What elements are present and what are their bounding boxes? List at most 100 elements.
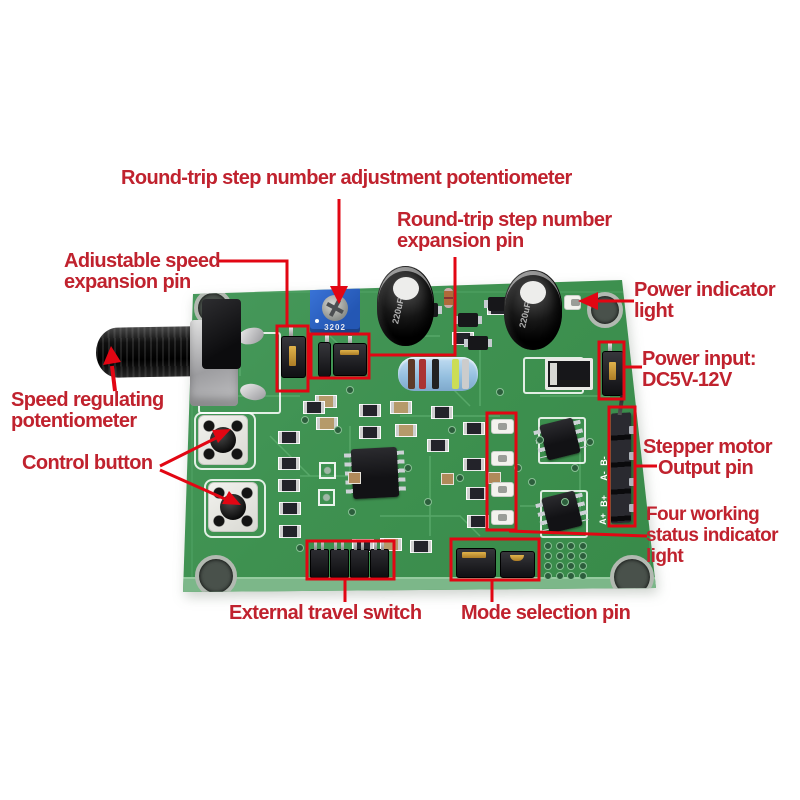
arrowhead-control-1	[212, 429, 231, 443]
mounting-hole-bottom-left	[195, 555, 237, 592]
line-step-expansion	[369, 257, 457, 357]
jumper-pin	[325, 335, 329, 345]
via	[544, 542, 552, 550]
via	[296, 544, 304, 552]
jumper-pin	[348, 336, 352, 345]
diode	[545, 358, 593, 390]
jumper-gold-contact	[609, 362, 616, 380]
box-travel-switch	[305, 539, 396, 581]
cap-top	[392, 277, 419, 300]
via	[567, 552, 575, 560]
via	[544, 552, 552, 560]
via	[334, 426, 342, 434]
mode-jumper-left	[456, 548, 496, 578]
smd-transistor	[464, 336, 492, 350]
silkscreen-button2-outline	[204, 479, 266, 538]
mode-jumper-right	[500, 551, 535, 578]
smd-resistor	[278, 478, 300, 492]
resistor-band	[432, 359, 439, 389]
status-led	[491, 451, 514, 466]
box-stepper-output	[607, 405, 637, 528]
label-line: Output pin	[658, 457, 754, 479]
via	[456, 474, 464, 482]
mounting-hole-bottom-right	[610, 555, 654, 592]
label-power-input: Power input: DC5V-12V	[642, 348, 757, 391]
label-line: Adiustable speed	[64, 250, 221, 272]
header-pin	[629, 426, 635, 434]
smd-resistor	[279, 524, 301, 538]
arrowhead-speed-pot	[103, 346, 121, 365]
via	[578, 542, 587, 550]
via	[567, 572, 575, 580]
smd-resistor	[410, 539, 432, 553]
label-line: DC5V-12V	[642, 369, 732, 391]
line-status-leds	[508, 529, 648, 538]
status-led	[491, 510, 514, 525]
line-control-arrow-2	[159, 468, 226, 501]
smd-resistor	[463, 421, 485, 435]
via	[586, 438, 594, 446]
power-indicator-led	[564, 295, 581, 310]
melf-resistor	[444, 288, 453, 308]
test-pad	[318, 489, 335, 506]
power-resistor	[398, 357, 478, 391]
line-speed-pot-arrow	[110, 365, 117, 392]
header-pin	[629, 452, 635, 460]
silkscreen-button1-outline	[194, 412, 256, 470]
label-line: Round-trip step number adjustment potent…	[121, 167, 572, 189]
trimmer-marking: 3202	[324, 323, 346, 332]
trimmer-index-dot	[315, 319, 319, 323]
label-status-indicator: Four working status indicator light	[646, 504, 778, 567]
electrolytic-capacitor-2: 220uF	[504, 270, 562, 350]
via	[571, 464, 579, 472]
label-step-expansion-pin: Round-trip step number expansion pin	[397, 210, 612, 252]
label-speed-expansion-pin: Adiustable speed expansion pin	[64, 250, 221, 293]
box-speed-expansion	[275, 324, 310, 393]
header-pin	[629, 478, 635, 486]
test-pad	[319, 462, 336, 479]
label-line: status indicator	[646, 525, 778, 546]
potentiometer-body	[202, 299, 241, 369]
jumper-pin	[289, 327, 293, 337]
smd-resistor	[463, 457, 485, 471]
label-line: External travel switch	[229, 602, 422, 624]
jumper-gold-contact	[289, 346, 296, 366]
line-speed-expansion	[218, 259, 289, 326]
via	[567, 562, 575, 570]
header-pin	[629, 504, 635, 512]
label-line: expansion pin	[397, 230, 524, 252]
jumper-gold-contact	[340, 350, 359, 355]
cap-top	[520, 281, 546, 304]
smd-capacitor	[441, 473, 454, 485]
cap-vent-ring	[505, 271, 561, 349]
label-line: Stepper motor	[643, 436, 772, 458]
smd-resistor	[431, 405, 453, 419]
via	[424, 498, 432, 506]
via	[544, 572, 552, 580]
label-line: expansion pin	[64, 271, 191, 293]
smd-resistor	[279, 501, 301, 515]
via	[348, 508, 356, 516]
smd-resistor	[359, 403, 381, 417]
smd-resistor	[427, 438, 449, 452]
resistor-band	[419, 359, 426, 389]
via	[404, 464, 412, 472]
label-stepper-output: Stepper motor Output pin	[643, 437, 772, 479]
box-mode-selection	[449, 537, 541, 582]
resistor-band	[408, 359, 415, 389]
label-line: Power indicator	[634, 279, 776, 301]
via	[301, 416, 309, 424]
smd-resistor	[395, 423, 417, 437]
label-line: Round-trip step number	[397, 209, 612, 231]
smd-resistor	[303, 400, 325, 414]
status-led	[491, 419, 514, 434]
jumper-gold-contact	[462, 552, 486, 558]
smd-resistor	[278, 456, 300, 470]
label-control-button: Control button	[22, 453, 153, 474]
label-line: Power input:	[642, 348, 757, 370]
via	[567, 542, 575, 550]
electrolytic-capacitor-1: 220uF	[377, 266, 434, 346]
jumper-pin	[608, 343, 612, 352]
line-control-arrow-1	[159, 436, 217, 468]
